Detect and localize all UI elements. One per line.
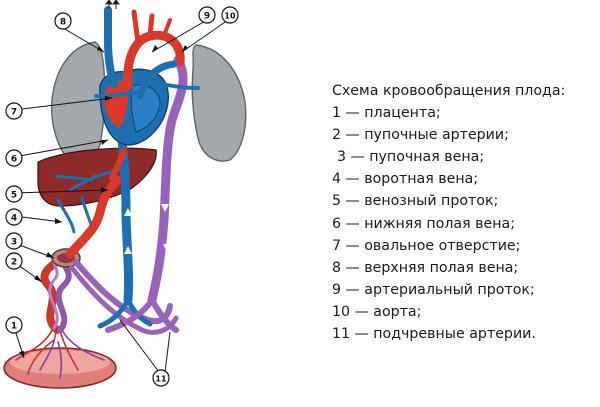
legend-item-separator: — [345, 259, 360, 276]
legend-item-text: воротная вена; [364, 171, 479, 188]
callout-3: 3 [5, 232, 23, 250]
descending-aorta [147, 55, 188, 305]
legend-item-number: 2 [332, 127, 342, 144]
callout-9: 9 [198, 6, 216, 24]
legend-item-text: пупочные артерии; [364, 127, 509, 144]
legend-item-text: аорта; [373, 303, 422, 320]
legend-item-text: венозный проток; [364, 193, 499, 210]
callout-11: 11 [152, 369, 170, 387]
top-flow-arrows [105, 0, 120, 9]
legend-item-number: 11 [332, 326, 351, 343]
legend-item-separator: — [345, 171, 360, 188]
legend-item: 5 — венозный проток; [332, 190, 594, 212]
legend-item-number: 5 [332, 193, 342, 210]
fetal-circulation-diagram: 8 9 10 7 6 5 4 3 2 1 11 [3, 0, 247, 389]
flow-arrows [124, 204, 171, 254]
legend-item-number: 7 [332, 237, 342, 254]
legend-item-number: 3 [337, 149, 347, 166]
callout-5: 5 [5, 185, 23, 203]
callout-2: 2 [5, 252, 23, 270]
svg-text:2: 2 [11, 258, 17, 268]
svg-text:11: 11 [155, 375, 167, 384]
callout-7: 7 [5, 102, 23, 120]
legend-item-separator: — [345, 281, 360, 298]
legend-item: 10 — аорта; [332, 301, 594, 323]
svg-text:8: 8 [60, 18, 66, 28]
legend: Схема кровообращения плода: 1 — плацента… [332, 80, 594, 345]
legend-title: Схема кровообращения плода: [332, 83, 566, 99]
callout-4: 4 [5, 208, 23, 226]
right-lung [191, 44, 247, 162]
svg-text:6: 6 [11, 155, 17, 165]
legend-item: 3 — пупочная вена; [332, 146, 594, 168]
superior-vena-cava [104, 6, 118, 88]
svg-text:3: 3 [11, 238, 17, 248]
legend-item-number: 4 [332, 171, 342, 188]
svg-text:10: 10 [224, 12, 236, 21]
legend-item-text: подчревные артерии. [373, 326, 536, 343]
legend-item: 8 — верхняя полая вена; [332, 257, 594, 279]
legend-item-text: овальное отверстие; [364, 237, 521, 254]
legend-item-separator: — [345, 193, 360, 210]
legend-item-text: нижняя полая вена; [364, 215, 515, 232]
svg-text:4: 4 [11, 214, 17, 224]
legend-item: 2 — пупочные артерии; [332, 124, 594, 146]
legend-item-text: верхняя полая вена; [364, 259, 519, 276]
legend-item: 1 — плацента; [332, 102, 594, 124]
legend-item-separator: — [345, 237, 360, 254]
legend-item-text: плацента; [364, 105, 441, 122]
placenta-surface [10, 350, 110, 374]
svg-text:7: 7 [11, 108, 17, 118]
legend-item-number: 10 [332, 303, 351, 320]
legend-item: 7 — овальное отверстие; [332, 235, 594, 257]
left-lung [50, 41, 106, 162]
legend-list: 1 — плацента;2 — пупочные артерии;3 — пу… [332, 102, 594, 345]
legend-item: 6 — нижняя полая вена; [332, 213, 594, 235]
legend-item-number: 9 [332, 281, 342, 298]
ductus-venosus [109, 147, 127, 181]
umbilical-vein [65, 175, 123, 259]
svg-text:9: 9 [204, 12, 210, 22]
callout-markers: 8 9 10 7 6 5 4 3 2 1 11 [5, 6, 239, 387]
legend-item-number: 1 [332, 105, 342, 122]
callout-1: 1 [5, 316, 23, 334]
legend-item: 9 — артериальный проток; [332, 279, 594, 301]
svg-text:1: 1 [11, 322, 17, 332]
legend-item-separator: — [350, 149, 365, 166]
legend-item-number: 8 [332, 259, 342, 276]
legend-item-separator: — [345, 127, 360, 144]
callout-10: 10 [221, 6, 239, 24]
legend-item-separator: — [354, 303, 369, 320]
callout-8: 8 [54, 12, 72, 30]
legend-item-separator: — [345, 105, 360, 122]
legend-item: 11 — подчревные артерии. [332, 323, 594, 345]
pulmonary-arteries [94, 78, 200, 98]
legend-item: 4 — воротная вена; [332, 168, 594, 190]
inferior-vena-cava [117, 135, 134, 305]
legend-item-text: артериальный проток; [364, 281, 535, 298]
legend-item-separator: — [354, 326, 369, 343]
legend-item-number: 6 [332, 215, 342, 232]
callout-arrowheads [19, 45, 188, 358]
callout-6: 6 [5, 149, 23, 167]
legend-item-separator: — [345, 215, 360, 232]
svg-text:5: 5 [11, 191, 17, 201]
legend-item-text: пупочная вена; [369, 149, 485, 166]
